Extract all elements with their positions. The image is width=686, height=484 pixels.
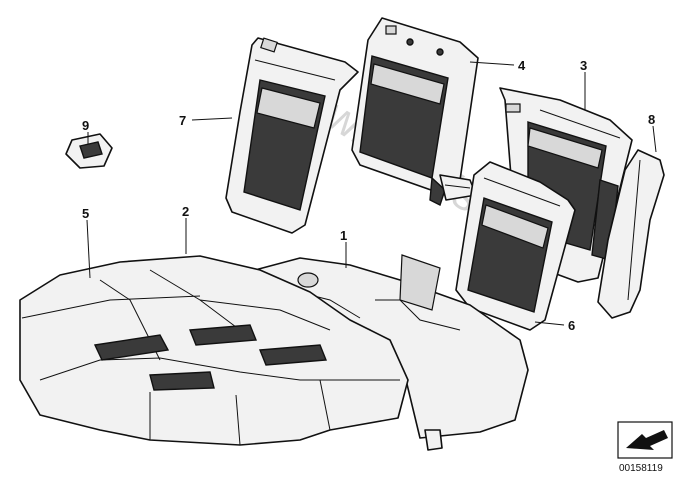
document-number: 00158119 [619,463,663,474]
label-part-8: 8 [648,112,655,127]
label-part-3: 3 [580,58,587,73]
leader-4 [469,61,515,66]
part-2-5-seat-cushion[interactable] [19,255,409,446]
label-part-4: 4 [518,58,526,73]
label-part-1: 1 [340,228,347,243]
part-7-backrest-left[interactable] [225,37,359,234]
part-9-bracket[interactable] [65,133,113,169]
label-part-9: 9 [82,118,89,133]
part-4-backrest-center[interactable] [351,17,479,206]
part-6-backrest-front-right[interactable] [455,161,576,331]
leader-8 [652,125,657,153]
label-part-2: 2 [182,204,189,219]
label-part-6: 6 [568,318,575,333]
leader-5 [86,219,91,279]
leader-6 [534,321,565,326]
direction-arrow-icon [626,430,668,450]
label-part-5: 5 [82,206,89,221]
orientation-arrow-box [617,421,673,459]
leader-7 [191,117,233,121]
label-part-7: 7 [179,113,186,128]
part-8-side-trim[interactable] [597,149,665,319]
leader-lines [86,61,657,326]
